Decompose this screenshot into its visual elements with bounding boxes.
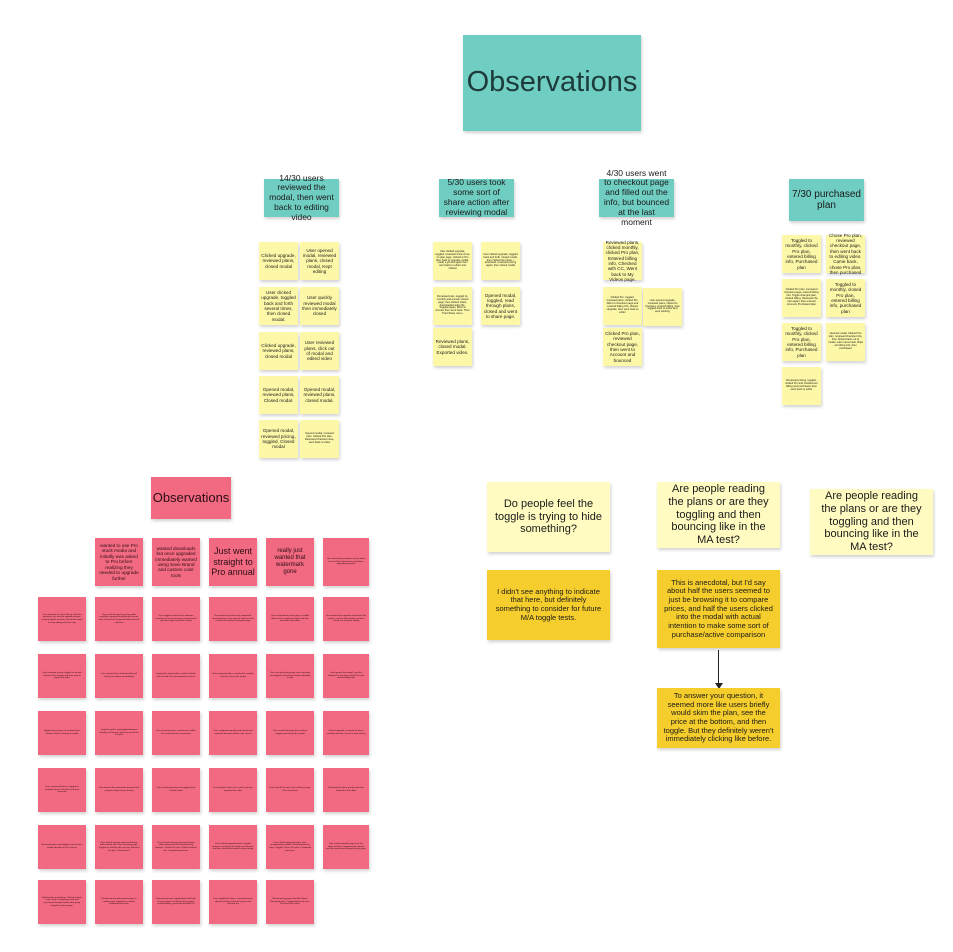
- yellow-note[interactable]: Reviewed plans, clicked monthly, clicked…: [603, 240, 642, 282]
- yellow-note[interactable]: Toggled to monthly, clicked Pro plan, en…: [782, 235, 821, 273]
- pink-note[interactable]: User reviewed pricing, toggled to annual…: [38, 654, 86, 698]
- cluster-header-2[interactable]: 5/30 users took some sort of share actio…: [439, 178, 514, 217]
- pink-note[interactable]: User looked at plans for a while and the…: [209, 768, 257, 812]
- yellow-note[interactable]: Clicked Pro plan, compared checkout page…: [782, 279, 821, 317]
- yellow-note[interactable]: Reviewed pricing, toggled, clicked Pro a…: [782, 367, 821, 405]
- pink-header-note[interactable]: wanted to use Pro stock media and initia…: [95, 538, 143, 586]
- yellow-note[interactable]: Clicked upgrade, reviewed plans, closed …: [259, 332, 298, 370]
- yellow-note[interactable]: Toggled to monthly, closed Pro plan, ent…: [826, 279, 865, 317]
- yellow-note[interactable]: Opened modal, toggled, read through plan…: [481, 287, 520, 325]
- yellow-note[interactable]: Reviewed plan, toggled by monthly and an…: [433, 287, 472, 325]
- pink-note[interactable]: User skimmed the modal quickly and click…: [95, 654, 143, 698]
- yellow-note[interactable]: Opened modal, reviewed plans, closed mod…: [300, 376, 339, 414]
- yellow-note[interactable]: User opened modal, reviewed plans, close…: [300, 242, 339, 280]
- cluster-header-1[interactable]: 14/30 users reviewed the modal, then wen…: [264, 173, 339, 222]
- pink-note[interactable]: User toggled the plans, reviewed pricing…: [209, 880, 257, 924]
- yellow-note[interactable]: User clicked upgrade, toggled, reviewed …: [433, 242, 472, 280]
- pink-header-note[interactable]: Just went straight to Pro annual: [209, 538, 257, 586]
- pink-note[interactable]: User browsed the stock library, clicked …: [38, 597, 86, 641]
- answer-note-1[interactable]: I didn't see anything to indicate that h…: [487, 570, 610, 640]
- yellow-note[interactable]: Clicked Pro plan, reviewed checkout page…: [603, 328, 642, 366]
- yellow-note[interactable]: User clicked upgrade, toggled back and f…: [481, 242, 520, 280]
- question-note-2[interactable]: Are people reading the plans or are they…: [657, 482, 780, 548]
- pink-note[interactable]: User read through the pricing table care…: [95, 597, 143, 641]
- pink-note[interactable]: Reviewed pricing, toggled back and forth…: [152, 880, 200, 924]
- pink-note[interactable]: Clicked upgrade, reviewed the plans care…: [323, 711, 369, 755]
- pink-header-note[interactable]: really just wanted that watermark gone: [266, 538, 314, 586]
- yellow-note[interactable]: Toggled to monthly, clicked Pro plan, en…: [782, 323, 821, 361]
- pink-note[interactable]: Looked at plans and toggled between mont…: [95, 711, 143, 755]
- pink-header-note[interactable]: wanted downloads but once upgraded immed…: [152, 538, 200, 586]
- cluster-header-3[interactable]: 4/30 users went to checkout page and fil…: [599, 168, 674, 226]
- pink-note[interactable]: User said the pricing page was confusing…: [266, 654, 314, 698]
- pink-note[interactable]: User wanted to remove the watermark, rev…: [209, 597, 257, 641]
- answer-note-2[interactable]: This is anecdotal, but I'd say about hal…: [657, 570, 780, 648]
- pink-note[interactable]: User scrolled through plans without togg…: [266, 711, 314, 755]
- pink-note[interactable]: User compared plans, switched to monthly…: [209, 654, 257, 698]
- pink-note[interactable]: User reviewed plans, went back to editor…: [152, 711, 200, 755]
- yellow-note[interactable]: User opened upgrade, reviewed plans, cli…: [643, 288, 682, 326]
- pink-note[interactable]: User toggled several times between month…: [152, 597, 200, 641]
- pink-note[interactable]: User visited upgrade page from the edito…: [323, 825, 369, 869]
- pink-note[interactable]: User wanted the watermark removed and ju…: [95, 768, 143, 812]
- main-title-note[interactable]: Observations: [463, 35, 641, 131]
- pink-header-note[interactable]: User noted they wanted to try the editor…: [323, 538, 369, 586]
- pink-note[interactable]: User reviewed the plans page, scrolled d…: [266, 597, 314, 641]
- pink-note[interactable]: User clicked remove watermark button wit…: [95, 825, 143, 869]
- pink-note[interactable]: User clicked Pro plan, read checkout pag…: [266, 768, 314, 812]
- pink-note[interactable]: User opened the modal, read the features…: [323, 654, 369, 698]
- yellow-note[interactable]: Clicked upgrade, reviewed plans, closed …: [259, 242, 298, 280]
- cluster-header-4[interactable]: 7/30 purchased plan: [789, 179, 864, 221]
- pink-title-note[interactable]: Observations: [151, 477, 231, 519]
- yellow-note[interactable]: User reviewed plans, click out of modal …: [300, 332, 339, 370]
- connector-arrow: [718, 650, 719, 686]
- pink-note[interactable]: Clicked remove watermark button on rende…: [95, 880, 143, 924]
- pink-note[interactable]: User opened the upgrade modal from the t…: [323, 597, 369, 641]
- answer-note-3[interactable]: To answer your question, it seemed more …: [657, 688, 780, 748]
- yellow-note[interactable]: Opened modal, reviewed plan. Clicked Pro…: [300, 420, 339, 458]
- pink-note[interactable]: User reviewed features, toggled to month…: [38, 768, 86, 812]
- pink-note[interactable]: User clicked upgrade button, toggled bet…: [209, 825, 257, 869]
- yellow-note[interactable]: Reviewed plans, closed modal. Exported v…: [433, 328, 472, 366]
- question-note-1[interactable]: Do people feel the toggle is trying to h…: [487, 482, 610, 552]
- yellow-note[interactable]: Clicked Pro, toggled, reviewed plans, cl…: [603, 287, 642, 325]
- pink-note[interactable]: Toggled the pricing and reviewed plan fe…: [38, 711, 86, 755]
- pink-note[interactable]: User compared monthly and annual and exp…: [209, 711, 257, 755]
- pink-note[interactable]: Edited video on desktop. Clicked custom …: [38, 880, 86, 924]
- pink-note[interactable]: User clicked remove watermark button wit…: [152, 825, 200, 869]
- pink-note[interactable]: User clicked upgrade button, then review…: [266, 825, 314, 869]
- yellow-note[interactable]: Opened modal, reviewed plans, Closed mod…: [259, 376, 298, 414]
- pink-note[interactable]: Toggled the annual plan, read the detail…: [152, 654, 200, 698]
- pink-note[interactable]: Reviewed plans and toggled several times…: [38, 825, 86, 869]
- question-note-3[interactable]: Are people reading the plans or are they…: [810, 489, 933, 555]
- yellow-note[interactable]: Opened modal, Clicked Pro plan, reviewed…: [826, 323, 865, 361]
- yellow-note[interactable]: User quickly reviewed modal then immedia…: [300, 287, 339, 325]
- yellow-note[interactable]: User clicked upgrade, toggled back and f…: [259, 287, 298, 325]
- pink-note[interactable]: User reviewed pricing and toggled, then …: [152, 768, 200, 812]
- yellow-note[interactable]: Opened modal, reviewed pricing, toggled,…: [259, 420, 298, 458]
- pink-note[interactable]: Reviewed the plans quickly and then retu…: [323, 768, 369, 812]
- connector-arrow-head: [715, 683, 723, 689]
- pink-note[interactable]: Clicked pricing page from My Videos. Rev…: [266, 880, 314, 924]
- yellow-note[interactable]: Chose Pro plan, reviewed checkout page, …: [826, 233, 865, 275]
